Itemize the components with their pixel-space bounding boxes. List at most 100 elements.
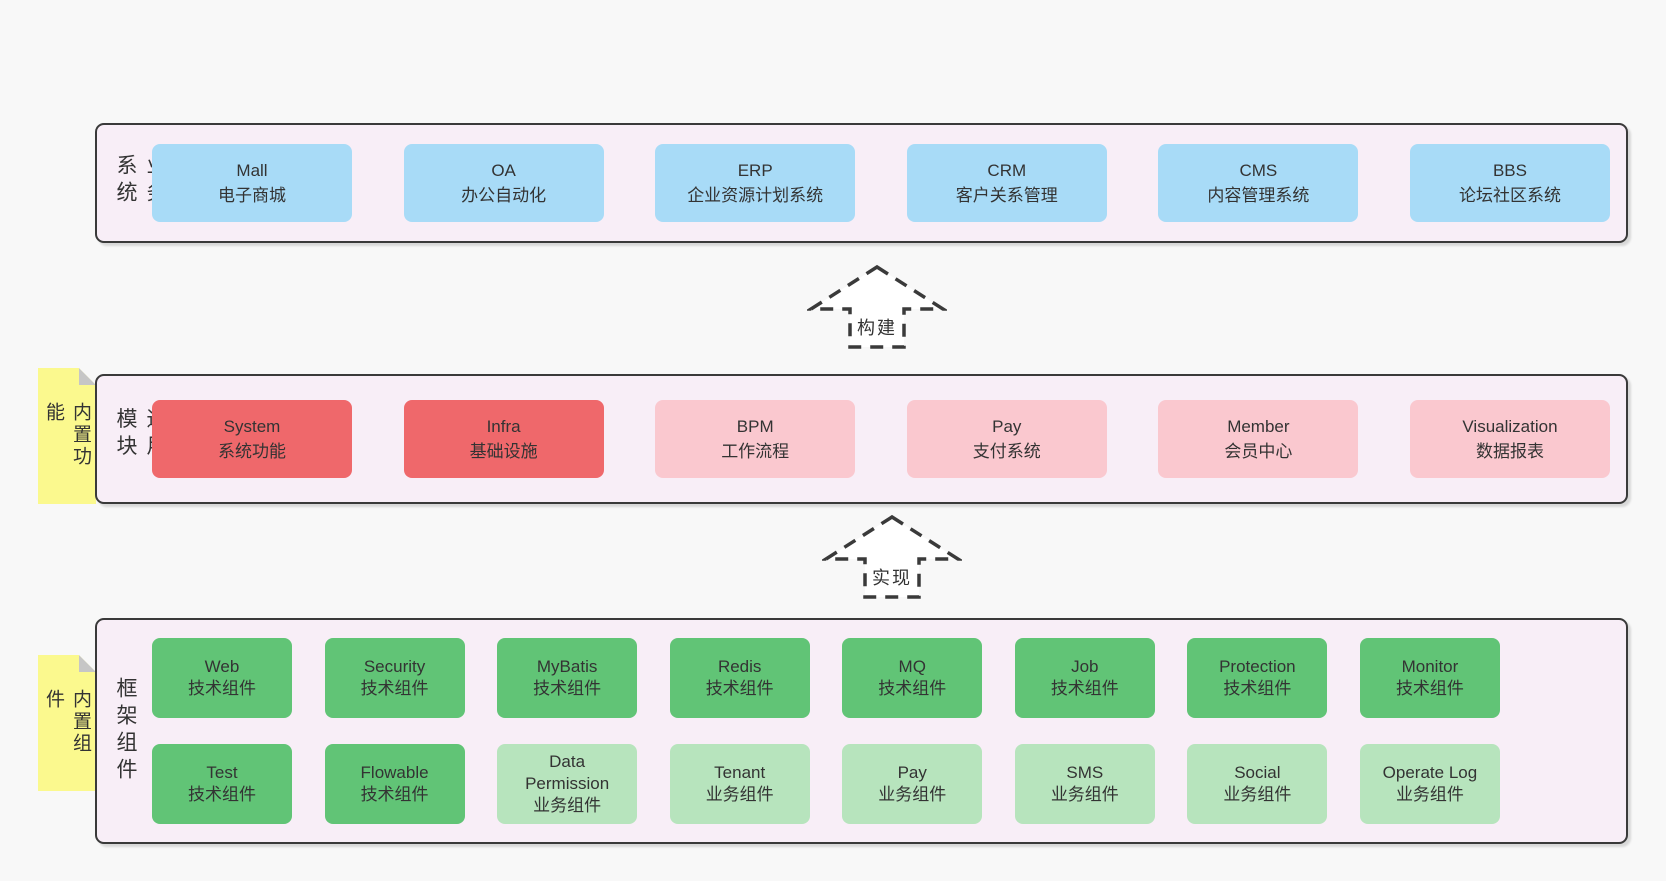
box-title: Tenant <box>714 762 766 782</box>
box-title: BBS <box>1492 160 1527 180</box>
box-title: CMS <box>1239 160 1278 180</box>
box-subtitle: 业务组件 <box>878 785 947 804</box>
box-mall: Mall 电子商城 <box>152 144 352 222</box>
up-arrow-icon <box>807 264 947 349</box>
box-subtitle: 业务组件 <box>533 796 602 816</box>
box-subtitle: 企业资源计划系统 <box>687 186 824 205</box>
box-subtitle: 技术组件 <box>533 679 602 698</box>
box-subtitle: 电子商城 <box>218 186 286 205</box>
box-title: System <box>223 416 281 436</box>
implement-arrow: 实现 <box>822 512 962 602</box>
box-title: BPM <box>736 416 774 436</box>
box-subtitle: 论坛社区系统 <box>1458 186 1561 205</box>
box-title: Mall <box>236 160 268 180</box>
box-title: Job <box>1071 656 1099 676</box>
band-common-modules: 通用模块 System 系统功能 Infra 基础设施 BPM 工作流程 Pay… <box>95 374 1628 504</box>
box-title: OA <box>491 160 516 180</box>
box-member: Member 会员中心 <box>1158 400 1359 478</box>
folded-corner-icon <box>79 655 96 672</box>
box-title: Security <box>363 656 426 676</box>
box-title: Visualization <box>1462 416 1558 436</box>
box-title: Monitor <box>1401 656 1459 676</box>
box-subtitle: 技术组件 <box>1050 679 1119 698</box>
box-mq: MQ 技术组件 <box>842 638 983 718</box>
box-monitor: Monitor 技术组件 <box>1359 638 1500 718</box>
box-title: Redis <box>717 656 762 676</box>
box-title: CRM <box>987 160 1027 180</box>
box-subtitle: 技术组件 <box>188 785 256 804</box>
box-pay-component: Pay 业务组件 <box>842 744 983 824</box>
box-pay-module: Pay 支付系统 <box>906 400 1107 478</box>
box-sms: SMS 业务组件 <box>1014 744 1155 824</box>
box-security: Security 技术组件 <box>324 638 465 718</box>
box-bbs: BBS 论坛社区系统 <box>1409 144 1610 222</box>
box-erp: ERP 企业资源计划系统 <box>655 144 856 222</box>
box-title: Test <box>206 762 238 782</box>
box-title: Pay <box>992 416 1022 436</box>
box-subtitle: 技术组件 <box>188 679 256 698</box>
box-web: Web 技术组件 <box>152 638 292 718</box>
box-visualization: Visualization 数据报表 <box>1409 400 1610 478</box>
box-subtitle: 数据报表 <box>1475 442 1544 461</box>
box-subtitle: 技术组件 <box>1223 679 1292 698</box>
box-test: Test 技术组件 <box>152 744 292 824</box>
box-title: Member <box>1227 416 1290 436</box>
box-cms: CMS 内容管理系统 <box>1158 144 1359 222</box>
sticky-note-text: 内置组件 <box>43 689 91 755</box>
box-oa: OA 办公自动化 <box>403 144 604 222</box>
framework-components-row-2: Test 技术组件 Flowable 技术组件 Data Permission … <box>152 744 1500 824</box>
box-job: Job 技术组件 <box>1014 638 1155 718</box>
box-crm: CRM 客户关系管理 <box>906 144 1107 222</box>
box-subtitle: 业务组件 <box>1223 785 1292 804</box>
box-subtitle: 系统功能 <box>218 442 286 461</box>
up-arrow-icon <box>822 514 962 599</box>
box-bpm: BPM 工作流程 <box>655 400 856 478</box>
box-subtitle: 业务组件 <box>705 785 774 804</box>
box-social: Social 业务组件 <box>1187 744 1328 824</box>
sticky-note-text: 内置功能 <box>43 402 91 468</box>
build-arrow: 构建 <box>807 262 947 352</box>
box-subtitle: 业务组件 <box>1395 785 1464 804</box>
box-title: MQ <box>898 656 926 676</box>
box-subtitle: 技术组件 <box>705 679 774 698</box>
common-modules-row: System 系统功能 Infra 基础设施 BPM 工作流程 Pay 支付系统… <box>152 400 1610 478</box>
box-redis: Redis 技术组件 <box>669 638 810 718</box>
box-subtitle: 技术组件 <box>360 679 429 698</box>
box-protection: Protection 技术组件 <box>1187 638 1328 718</box>
box-mybatis: MyBatis 技术组件 <box>497 638 638 718</box>
box-subtitle: 技术组件 <box>360 785 429 804</box>
box-subtitle: 支付系统 <box>972 442 1041 461</box>
implement-arrow-label: 实现 <box>870 564 914 590</box>
box-data-permission: Data Permission 业务组件 <box>497 744 638 824</box>
box-title: MyBatis <box>536 656 598 676</box>
sticky-note-builtin-components: 内置组件 <box>38 655 96 791</box>
box-subtitle: 工作流程 <box>721 442 790 461</box>
box-subtitle: 客户关系管理 <box>955 186 1058 205</box>
band-framework-components-label: 框架组件 <box>114 677 137 785</box>
box-subtitle: 基础设施 <box>469 442 538 461</box>
framework-components-row-1: Web 技术组件 Security 技术组件 MyBatis 技术组件 Redi… <box>152 638 1500 718</box>
box-operate-log: Operate Log 业务组件 <box>1359 744 1500 824</box>
box-subtitle: 技术组件 <box>878 679 947 698</box>
box-title: Pay <box>897 762 927 782</box>
box-title: Protection <box>1219 656 1296 676</box>
band-framework-components: 框架组件 Web 技术组件 Security 技术组件 MyBatis 技术组件… <box>95 618 1628 844</box>
folded-corner-icon <box>79 368 96 385</box>
box-subtitle: 内容管理系统 <box>1207 186 1310 205</box>
box-infra: Infra 基础设施 <box>403 400 604 478</box>
box-subtitle: 业务组件 <box>1050 785 1119 804</box>
box-tenant: Tenant 业务组件 <box>669 744 810 824</box>
sticky-note-builtin-features: 内置功能 <box>38 368 96 504</box>
band-business-systems: 业务系统 Mall 电子商城 OA 办公自动化 ERP 企业资源计划系统 CRM… <box>95 123 1628 243</box>
box-subtitle: 会员中心 <box>1224 442 1293 461</box>
box-title: Data Permission <box>525 751 610 793</box>
business-systems-row: Mall 电子商城 OA 办公自动化 ERP 企业资源计划系统 CRM 客户关系… <box>152 144 1610 222</box>
box-title: ERP <box>737 160 773 180</box>
build-arrow-label: 构建 <box>855 314 899 340</box>
box-system: System 系统功能 <box>152 400 352 478</box>
box-title: Flowable <box>360 762 429 782</box>
box-title: SMS <box>1066 762 1104 782</box>
box-title: Operate Log <box>1382 762 1478 782</box>
box-title: Infra <box>486 416 521 436</box>
